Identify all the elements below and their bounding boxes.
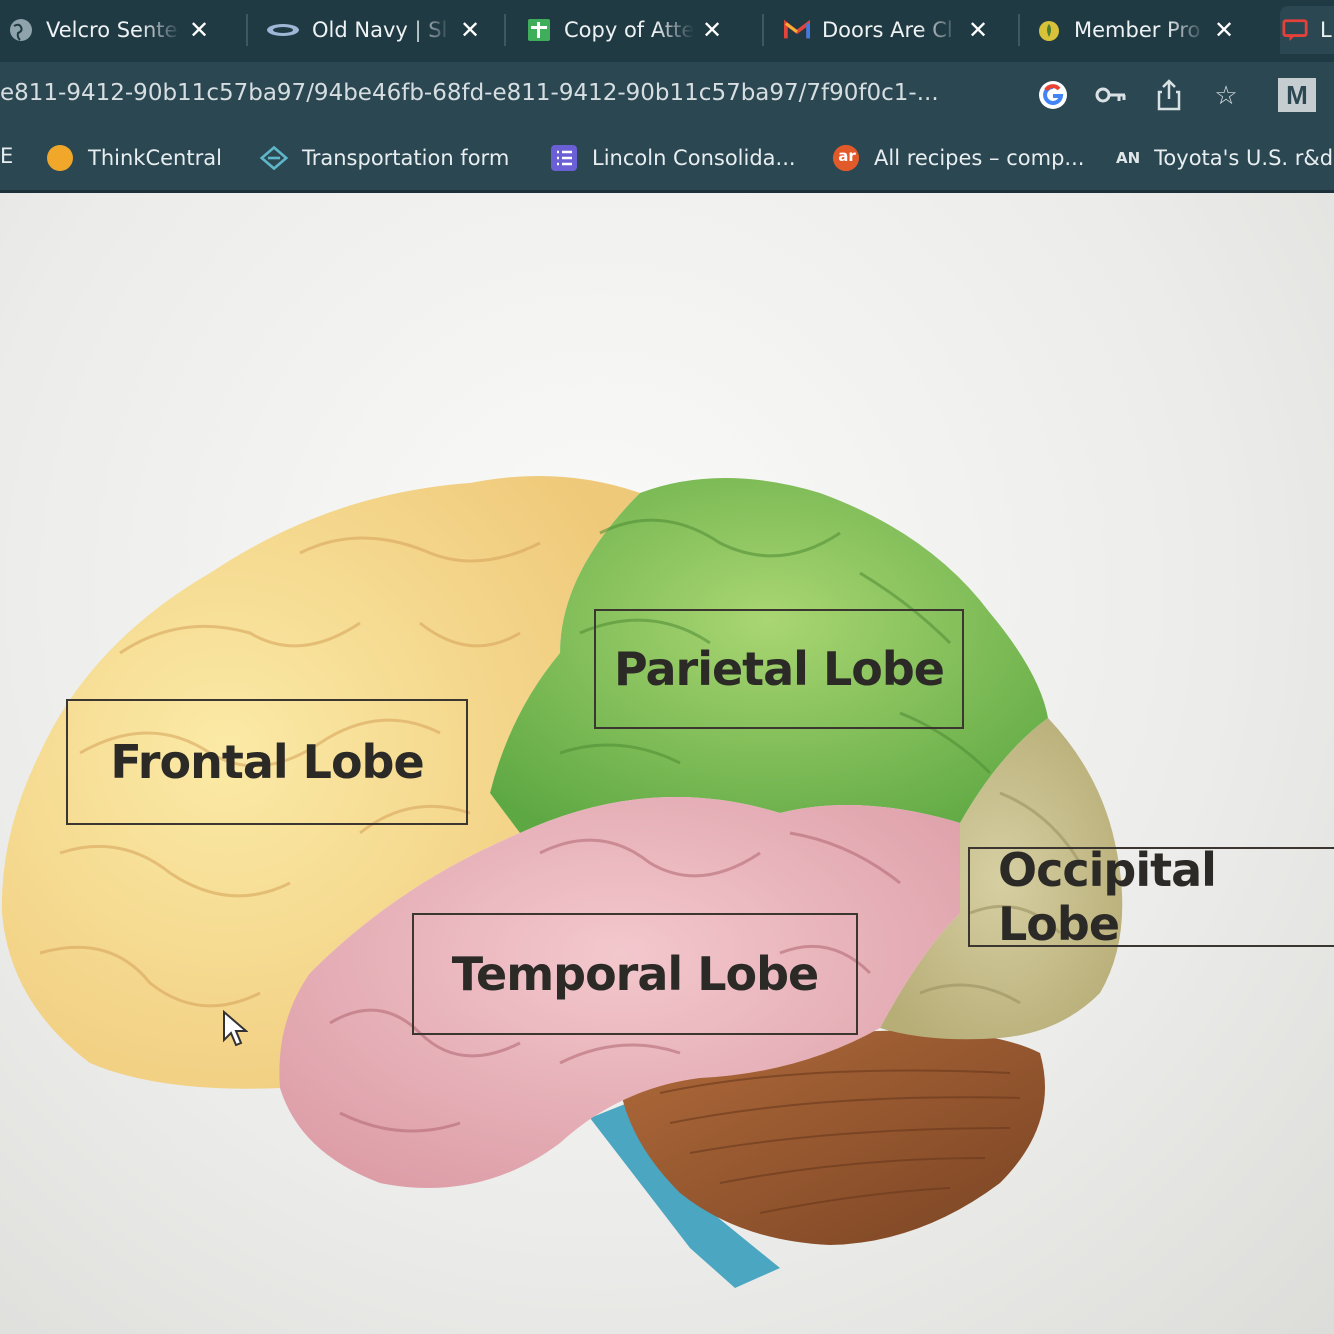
tab-velcro[interactable]: Velcro Sente ✕ bbox=[8, 6, 209, 54]
occipital-lobe-label[interactable]: Occipital Lobe bbox=[968, 843, 1334, 951]
tab-separator bbox=[246, 14, 248, 46]
frontal-lobe-region bbox=[1, 475, 640, 1089]
bookmark-label: Lincoln Consolida... bbox=[592, 146, 796, 170]
tab-title: Copy of Atte bbox=[564, 18, 694, 42]
tab-member-pro[interactable]: Member Pro ✕ bbox=[1036, 6, 1234, 54]
close-icon[interactable]: ✕ bbox=[189, 16, 210, 44]
old-navy-icon bbox=[266, 17, 300, 43]
an-badge-text: AN bbox=[1116, 149, 1141, 167]
globe-icon bbox=[8, 17, 34, 43]
bookmarks-bar: E ThinkCentral Transportation form Linco… bbox=[0, 128, 1334, 193]
key-icon[interactable] bbox=[1092, 76, 1130, 114]
close-icon[interactable]: ✕ bbox=[460, 16, 481, 44]
allrecipes-badge-text: ar bbox=[838, 147, 856, 165]
bookmark-thinkcentral[interactable]: ThinkCentral bbox=[46, 144, 222, 172]
brain-diagram bbox=[1, 475, 1123, 1288]
bookmark-lincoln[interactable]: Lincoln Consolida... bbox=[550, 144, 796, 172]
tab-old-navy[interactable]: Old Navy | Sl ✕ bbox=[266, 6, 480, 54]
chat-icon bbox=[1282, 17, 1308, 43]
mouse-cursor-icon bbox=[222, 1009, 249, 1053]
close-icon[interactable]: ✕ bbox=[1214, 16, 1235, 44]
frontal-lobe-label[interactable]: Frontal Lobe bbox=[66, 699, 468, 825]
bookmark-label: ThinkCentral bbox=[88, 146, 222, 170]
occipital-texture bbox=[919, 791, 1082, 1005]
frontal-texture bbox=[39, 536, 541, 1008]
occipital-lobe-region bbox=[880, 718, 1123, 1040]
sheets-icon bbox=[526, 17, 552, 43]
form-icon bbox=[260, 144, 288, 172]
cerebellum-region bbox=[620, 1030, 1045, 1245]
bookmark-allrecipes[interactable]: ar All recipes – comp... bbox=[832, 144, 1084, 172]
address-bar: e811-9412-90b11c57ba97/94be46fb-68fd-e81… bbox=[0, 62, 1334, 128]
tab-title: L bbox=[1320, 18, 1332, 42]
list-icon bbox=[550, 144, 578, 172]
tab-copy-of-atte[interactable]: Copy of Atte ✕ bbox=[526, 6, 722, 54]
tab-title: Velcro Sente bbox=[46, 18, 178, 42]
tab-separator bbox=[1018, 14, 1020, 46]
star-icon[interactable]: ☆ bbox=[1214, 79, 1238, 110]
google-icon[interactable] bbox=[1034, 76, 1072, 114]
member-icon bbox=[1036, 17, 1062, 43]
bookmark-e[interactable]: E bbox=[0, 144, 13, 168]
bookmark-toyota[interactable]: AN Toyota's U.S. r&d bbox=[1116, 144, 1333, 172]
tab-doors-are[interactable]: Doors Are Cl ✕ bbox=[784, 6, 988, 54]
tab-separator bbox=[504, 14, 506, 46]
bookmark-label: Transportation form bbox=[302, 146, 510, 170]
bookmark-label: E bbox=[0, 144, 14, 168]
temporal-lobe-region bbox=[279, 797, 960, 1188]
tab-bar: Velcro Sente ✕ Old Navy | Sl ✕ Copy of A… bbox=[0, 0, 1334, 62]
tab-title: Doors Are Cl bbox=[822, 18, 953, 42]
profile-avatar[interactable]: M bbox=[1278, 78, 1316, 112]
temporal-lobe-label[interactable]: Temporal Lobe bbox=[412, 913, 858, 1035]
tab-title: Member Pro bbox=[1074, 18, 1201, 42]
temporal-texture bbox=[329, 831, 901, 1133]
close-icon[interactable]: ✕ bbox=[702, 16, 723, 44]
page-content: Frontal Lobe Parietal Lobe Temporal Lobe… bbox=[0, 193, 1334, 1334]
tab-active-l[interactable]: L bbox=[1280, 6, 1334, 54]
bookmark-label: All recipes – comp... bbox=[874, 146, 1085, 170]
bookmark-label: Toyota's U.S. r&d bbox=[1154, 146, 1334, 170]
close-icon[interactable]: ✕ bbox=[968, 16, 989, 44]
cerebellum-texture bbox=[659, 1069, 1021, 1214]
bookmark-transportation-form[interactable]: Transportation form bbox=[260, 144, 509, 172]
parietal-lobe-label[interactable]: Parietal Lobe bbox=[594, 609, 964, 729]
share-icon[interactable] bbox=[1150, 76, 1188, 114]
tab-title: Old Navy | Sl bbox=[312, 18, 448, 42]
parietal-lobe-region bbox=[490, 478, 1048, 833]
gmail-icon bbox=[784, 17, 810, 43]
thinkcentral-icon bbox=[46, 144, 74, 172]
an-icon: AN bbox=[1116, 144, 1140, 172]
allrecipes-icon: ar bbox=[832, 144, 860, 172]
url-field[interactable]: e811-9412-90b11c57ba97/94be46fb-68fd-e81… bbox=[0, 80, 939, 106]
tab-separator bbox=[762, 14, 764, 46]
